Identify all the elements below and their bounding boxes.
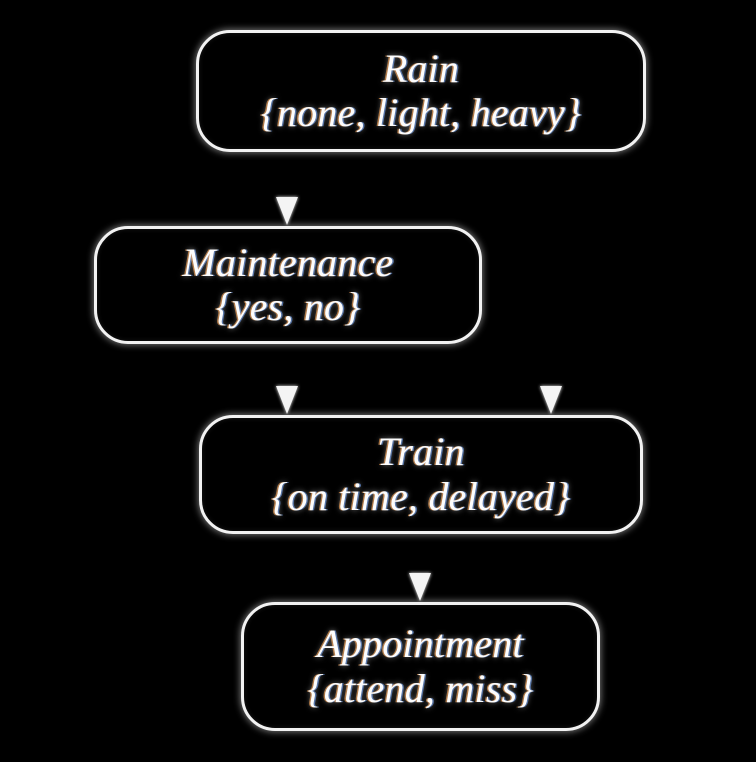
node-maintenance[interactable]: Maintenance {yes, no}	[94, 226, 482, 344]
node-appointment[interactable]: Appointment {attend, miss}	[241, 602, 600, 731]
node-rain-states: {none, light, heavy}	[260, 90, 582, 135]
node-rain-title: Rain	[382, 45, 460, 91]
node-train-states: {on time, delayed}	[271, 473, 571, 519]
node-maintenance-states: {yes, no}	[215, 284, 361, 329]
node-rain[interactable]: Rain {none, light, heavy}	[196, 30, 646, 152]
node-appointment-title: Appointment	[317, 621, 524, 667]
edge-rain-to-maintenance	[276, 154, 298, 225]
edge-maintenance-to-train	[276, 346, 298, 414]
edge-train-to-appointment	[409, 536, 431, 601]
edge-rain-to-train	[540, 154, 562, 414]
node-maintenance-title: Maintenance	[182, 239, 394, 285]
node-train-title: Train	[377, 429, 465, 475]
node-appointment-states: {attend, miss}	[307, 665, 534, 711]
node-train[interactable]: Train {on time, delayed}	[199, 415, 643, 534]
